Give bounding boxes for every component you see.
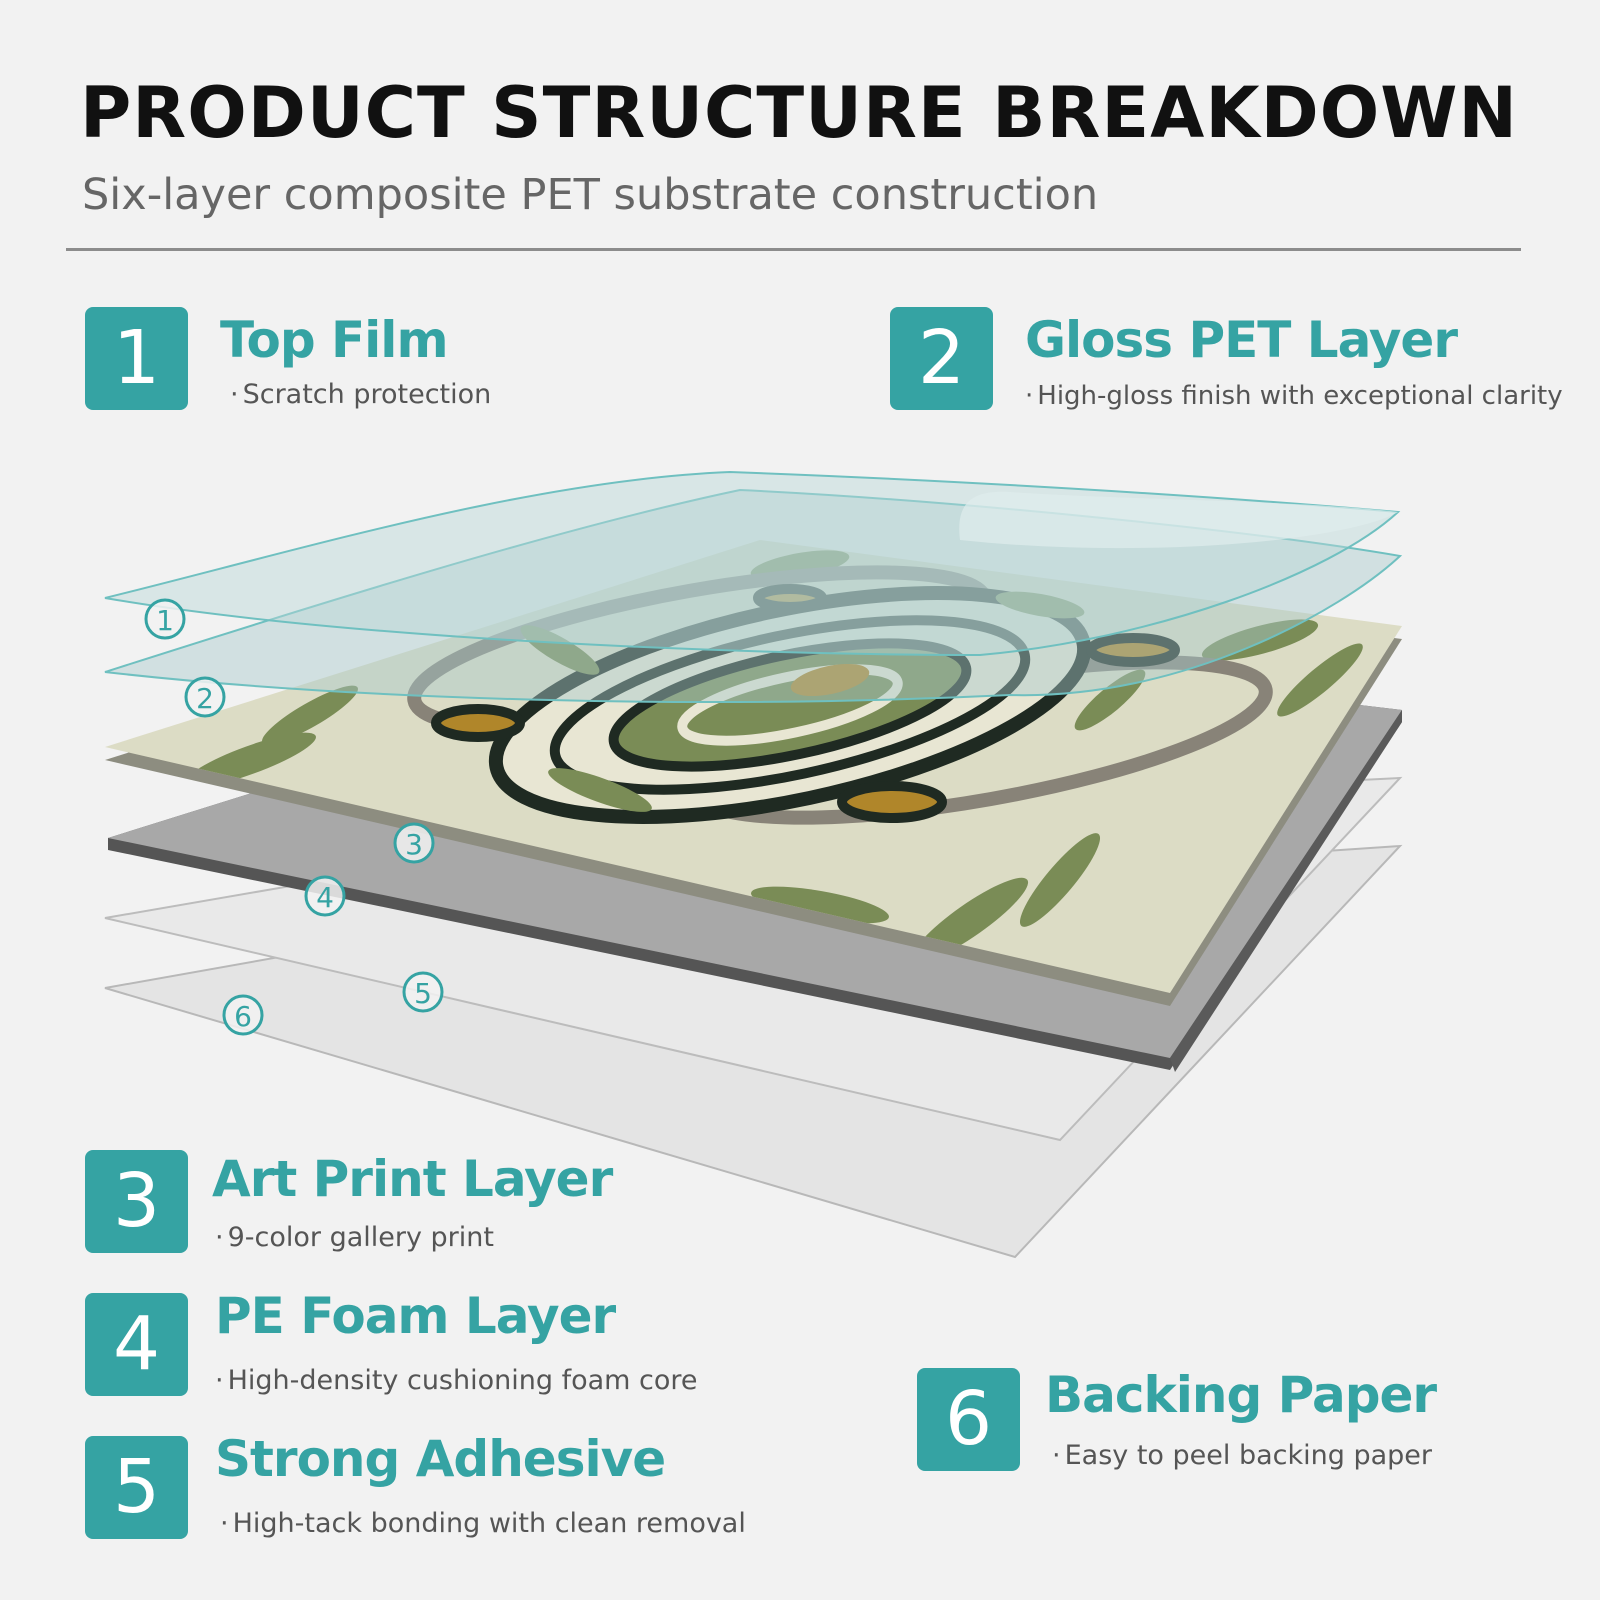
layer-number-badge: 1 — [85, 307, 188, 410]
svg-text:2: 2 — [196, 682, 214, 715]
layer-description: High-gloss finish with exceptional clari… — [1025, 381, 1562, 411]
layer-number-badge: 5 — [85, 1436, 188, 1539]
svg-text:6: 6 — [234, 1000, 252, 1033]
svg-text:1: 1 — [156, 604, 174, 637]
diagram-marker-4: 4 — [304, 875, 346, 917]
page-title: PRODUCT STRUCTURE BREAKDOWN — [80, 72, 1519, 154]
top-film-peel — [959, 491, 1398, 549]
layer-name: PE Foam Layer — [215, 1287, 616, 1345]
page-subtitle: Six-layer composite PET substrate constr… — [82, 170, 1099, 220]
layer-description: 9-color gallery print — [215, 1222, 494, 1253]
layer-name: Top Film — [220, 311, 449, 369]
layer-description: Easy to peel backing paper — [1052, 1440, 1432, 1471]
svg-text:4: 4 — [316, 881, 334, 914]
layer-description: High-density cushioning foam core — [215, 1365, 698, 1396]
layer-number-badge: 6 — [917, 1368, 1020, 1471]
svg-text:3: 3 — [405, 828, 423, 861]
layer-description: High-tack bonding with clean removal — [220, 1508, 746, 1539]
layer-number-badge: 2 — [890, 307, 993, 410]
layer-name: Art Print Layer — [212, 1150, 613, 1208]
layer-name: Gloss PET Layer — [1025, 311, 1458, 369]
layer-description: Scratch protection — [230, 379, 492, 410]
header-divider — [66, 248, 1521, 251]
diagram-marker-1: 1 — [144, 598, 186, 640]
diagram-marker-3: 3 — [393, 822, 435, 864]
layer-number-badge: 3 — [85, 1150, 188, 1253]
layer-name: Strong Adhesive — [215, 1430, 666, 1488]
diagram-marker-5: 5 — [402, 971, 444, 1013]
diagram-marker-2: 2 — [184, 676, 226, 718]
svg-text:5: 5 — [414, 977, 432, 1010]
diagram-marker-6: 6 — [222, 994, 264, 1036]
layer-number-badge: 4 — [85, 1293, 188, 1396]
layer-name: Backing Paper — [1045, 1366, 1437, 1424]
